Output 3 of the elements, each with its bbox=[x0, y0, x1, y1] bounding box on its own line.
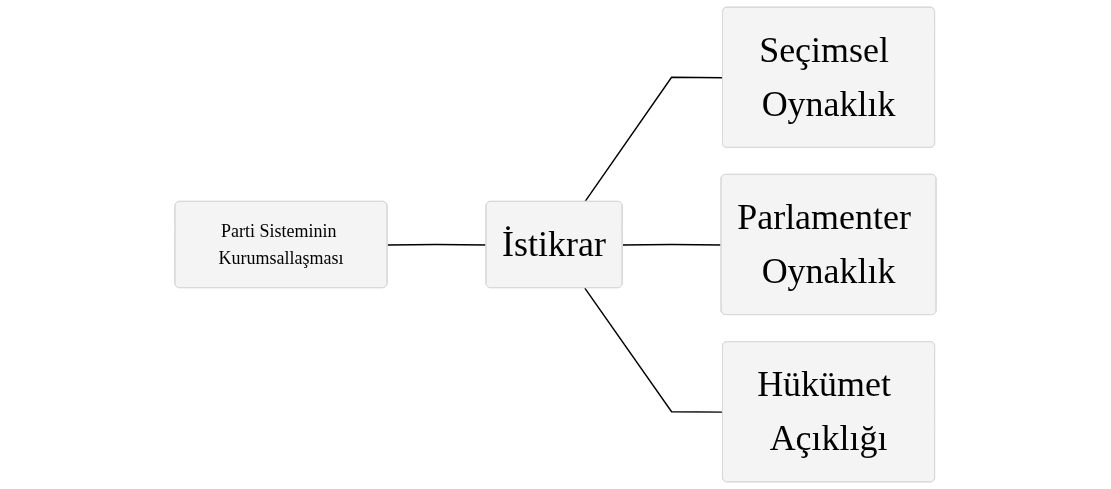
connector bbox=[584, 76, 724, 203]
connector bbox=[621, 243, 723, 246]
connector bbox=[584, 287, 724, 413]
